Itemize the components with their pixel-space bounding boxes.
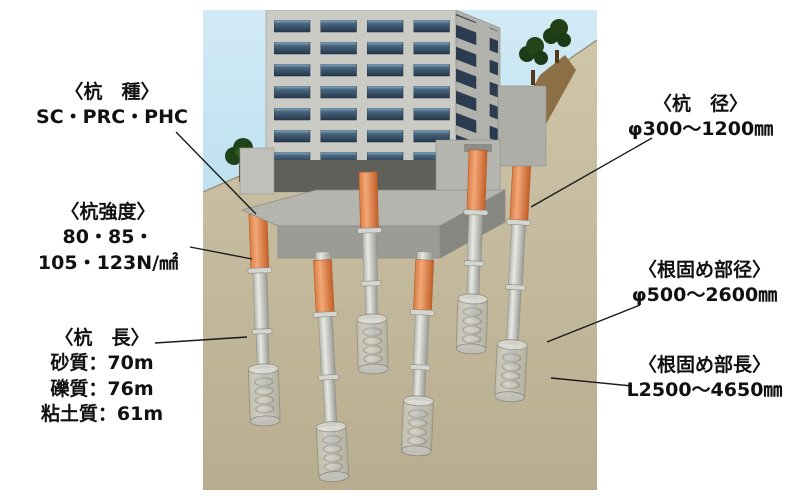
label-root-diameter: 〈根固め部径〉 φ500〜2600㎜ bbox=[612, 258, 797, 309]
pile-4-shaft-segment bbox=[412, 369, 427, 399]
pile-1-shaft-segment bbox=[252, 272, 270, 332]
root-consolidation-bulb-5 bbox=[455, 293, 489, 355]
label-pile-strength-title: 〈杭強度〉 bbox=[60, 201, 156, 223]
pile-5-upper-segment bbox=[466, 149, 488, 213]
label-pile-length: 〈杭 長〉 砂質：70m 礫質：76m 粘土質：61m bbox=[12, 326, 192, 428]
label-pile-type-value: SC・PRC・PHC bbox=[36, 106, 188, 129]
pile-6-joint bbox=[506, 219, 532, 226]
label-pile-diameter-title: 〈杭 径〉 bbox=[652, 93, 748, 115]
root-consolidation-bulb-4 bbox=[400, 395, 434, 457]
pile-3 bbox=[356, 171, 389, 375]
pile-1 bbox=[247, 213, 281, 427]
label-root-diameter-title: 〈根固め部径〉 bbox=[637, 259, 771, 281]
pile-5-shaft-segment bbox=[466, 265, 481, 297]
trees-right bbox=[519, 19, 571, 85]
root-consolidation-bulb-6 bbox=[494, 339, 528, 403]
label-pile-type-title: 〈杭 種〉 bbox=[64, 81, 160, 103]
pile-6-joint bbox=[505, 284, 526, 291]
podium-left-block bbox=[239, 147, 275, 195]
pile-attach-ledge bbox=[464, 144, 492, 152]
pile-2-joint bbox=[318, 374, 339, 381]
pile-4-joint bbox=[410, 309, 435, 316]
pile-2-shaft-segment bbox=[318, 316, 336, 378]
pile-4-shaft-segment bbox=[412, 314, 430, 368]
pile-2-joint bbox=[312, 311, 338, 318]
pile-3-joint bbox=[360, 280, 382, 287]
label-pile-strength-value: 80・85・ bbox=[62, 226, 154, 249]
label-pile-length-value: 砂質：70m bbox=[50, 352, 154, 375]
pile-6 bbox=[494, 157, 532, 403]
pile-3-joint bbox=[357, 227, 382, 234]
building-side-windows bbox=[456, 14, 498, 168]
label-pile-diameter: 〈杭 径〉 φ300〜1200㎜ bbox=[608, 92, 793, 143]
pile-4 bbox=[400, 251, 435, 457]
pile-4-joint bbox=[409, 364, 431, 371]
pile-2-shaft-segment bbox=[322, 379, 338, 425]
pile-3-shaft-segment bbox=[362, 232, 379, 284]
pile-5-shaft-segment bbox=[466, 214, 484, 264]
root-consolidation-bulb-2 bbox=[315, 421, 350, 483]
pile-3-upper-segment bbox=[358, 171, 379, 231]
label-pile-type: 〈杭 種〉 SC・PRC・PHC bbox=[22, 80, 202, 131]
label-root-length-value: L2500〜4650㎜ bbox=[626, 379, 783, 402]
leader-line-pile-strength bbox=[189, 246, 253, 260]
leader-line-pile-diameter bbox=[530, 137, 653, 208]
right-wing-block bbox=[497, 85, 547, 167]
pile-2-upper-segment bbox=[313, 259, 335, 315]
root-consolidation-bulb-3 bbox=[356, 313, 389, 375]
pile-5-joint bbox=[463, 209, 489, 216]
label-pile-diameter-value: φ300〜1200㎜ bbox=[627, 118, 774, 141]
label-pile-length-value: 礫質：76m bbox=[50, 377, 154, 400]
label-root-diameter-value: φ500〜2600㎜ bbox=[631, 284, 778, 307]
root-consolidation-bulb-1 bbox=[247, 363, 281, 427]
pile-6-shaft-segment bbox=[508, 224, 526, 288]
pile-6-shaft-segment bbox=[506, 289, 522, 343]
leader-lines bbox=[154, 131, 653, 387]
entrance-recess bbox=[274, 160, 436, 192]
pile-5 bbox=[455, 149, 489, 355]
pile-5-joint bbox=[463, 260, 485, 267]
leader-line-pile-type bbox=[175, 131, 257, 215]
label-pile-length-value: 粘土質：61m bbox=[40, 403, 164, 426]
pile-6-upper-segment bbox=[509, 157, 532, 223]
label-root-length: 〈根固め部長〉 L2500〜4650㎜ bbox=[612, 353, 797, 404]
building-windows bbox=[268, 14, 456, 160]
pile-1-joint bbox=[251, 328, 273, 335]
label-pile-strength: 〈杭強度〉 80・85・ 105・123N/㎟ bbox=[18, 200, 198, 276]
pile-1-joint bbox=[247, 267, 273, 274]
leader-line-pile-length bbox=[154, 336, 248, 344]
pile-3-shaft-segment bbox=[364, 285, 379, 317]
leader-line-root-diameter bbox=[546, 304, 641, 343]
leader-line-root-length bbox=[550, 377, 633, 387]
building bbox=[239, 10, 547, 259]
label-pile-length-title: 〈杭 長〉 bbox=[54, 327, 150, 349]
label-pile-strength-value: 105・123N/㎟ bbox=[37, 251, 179, 274]
pile-2 bbox=[312, 251, 350, 483]
pile-1-upper-segment bbox=[248, 213, 270, 271]
label-root-length-title: 〈根固め部長〉 bbox=[637, 354, 771, 376]
pile-4-upper-segment bbox=[413, 259, 434, 313]
pile-1-shaft-segment bbox=[255, 333, 270, 369]
